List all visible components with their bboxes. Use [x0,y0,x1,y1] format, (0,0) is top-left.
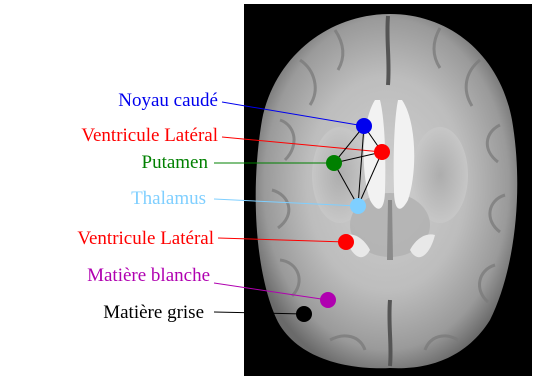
marker-putamen [326,155,342,171]
marker-noyau-caude [356,118,372,134]
label-putamen: Putamen [142,152,209,174]
midline-fissure [387,16,388,85]
marker-ventricule-1 [374,144,390,160]
midline-fissure-posterior [389,300,390,366]
label-noyau-caude: Noyau caudé [118,90,218,112]
third-ventricle [387,200,393,260]
brain-outline [256,14,518,368]
mri-image [244,4,532,376]
marker-ventricule-2 [338,234,354,250]
label-ventricule-lateral-2: Ventricule Latéral [77,228,214,250]
label-matiere-grise: Matière grise [103,302,204,324]
label-thalamus: Thalamus [131,188,206,210]
marker-matiere-grise [296,306,312,322]
marker-matiere-blanche [320,292,336,308]
label-matiere-blanche: Matière blanche [87,265,210,287]
label-ventricule-lateral-1: Ventricule Latéral [81,125,218,147]
marker-thalamus [350,198,366,214]
